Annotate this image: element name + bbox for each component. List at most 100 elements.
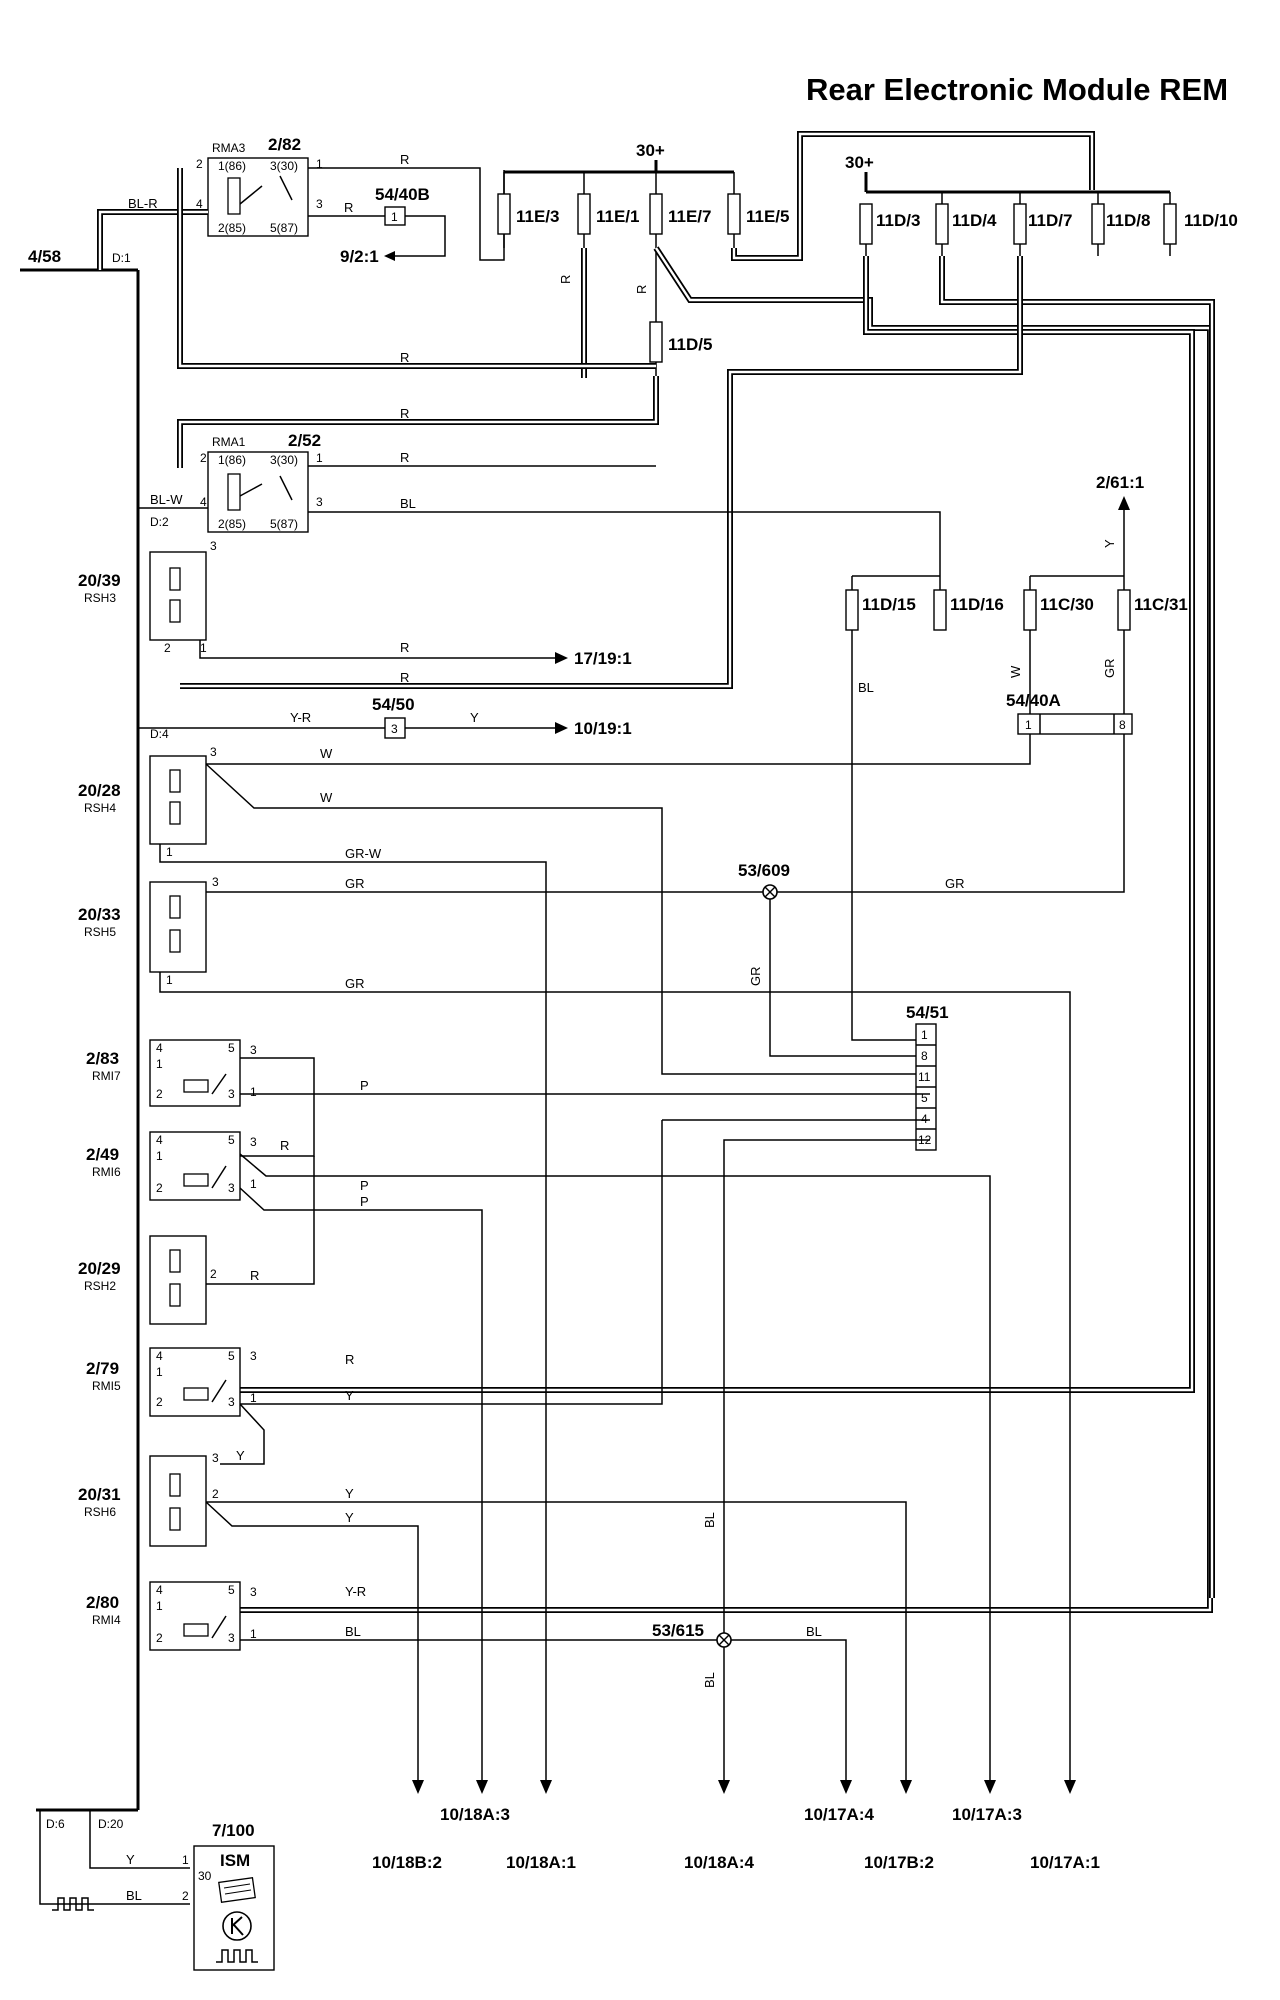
rmi7-pin5: 5 xyxy=(228,1041,235,1055)
ism-label: 7/100 xyxy=(212,1821,255,1840)
arrow-2-61 xyxy=(1118,496,1130,510)
rsh5-pin1: 1 xyxy=(166,973,173,987)
d2-label: D:2 xyxy=(150,515,169,529)
fuse-11d8-label: 11D/8 xyxy=(1106,211,1150,230)
rmi5-pin3-ext: 3 xyxy=(250,1349,257,1363)
rsh4-pin3: 3 xyxy=(210,745,217,759)
rsh3-pin3: 3 xyxy=(210,539,217,553)
rsh5-res2 xyxy=(169,929,181,953)
relay-contact xyxy=(279,175,293,201)
pin-3b: 3 xyxy=(316,495,323,509)
rmi6-pin2: 2 xyxy=(156,1181,163,1195)
comp-2-49-label: 2/49 xyxy=(86,1145,119,1164)
wire-bl-ism xyxy=(39,1810,190,1905)
comp-2-79-label: 2/79 xyxy=(86,1359,119,1378)
conn-54-40a xyxy=(1017,713,1133,735)
wire-label-gr: GR xyxy=(1102,659,1117,679)
arrow-10-17a-1 xyxy=(1064,1780,1076,1794)
rsh2-res2 xyxy=(169,1283,181,1307)
rmi4-contact xyxy=(211,1615,227,1639)
arrow-10-18a-1 xyxy=(540,1780,552,1794)
rmi5-contact xyxy=(211,1379,227,1403)
wire-label-y5: Y xyxy=(345,1486,354,1501)
wire-label-r: R xyxy=(344,200,353,215)
fuse-11d8 xyxy=(1091,192,1105,256)
fuse-11e5-label: 11E/5 xyxy=(746,207,790,226)
ref-10-17a-1: 10/17A:1 xyxy=(1030,1853,1100,1872)
wire-y-10-17b-2 xyxy=(206,1501,907,1780)
rsh4-pin1: 1 xyxy=(166,845,173,859)
wire-y-10-18b-2 xyxy=(205,1501,419,1780)
pin-1b: 1 xyxy=(316,451,323,465)
rmi6-pin3-ext: 3 xyxy=(250,1135,257,1149)
rmi4-pin2: 2 xyxy=(156,1631,163,1645)
wire-label-bl-w: BL-W xyxy=(150,492,183,507)
wire-label-bl4: BL xyxy=(345,1624,361,1639)
wire-label-w: W xyxy=(1008,665,1023,678)
wire-11d4-inner xyxy=(940,256,1214,1598)
fuse-11e7 xyxy=(649,172,663,248)
wire-p-10-17a-3 xyxy=(239,1153,991,1780)
wire-label-bl2: BL xyxy=(858,680,874,695)
rmi4-pin1: 1 xyxy=(156,1599,163,1613)
fuse-11e3-label: 11E/3 xyxy=(516,207,560,226)
wire-label-w3: W xyxy=(320,790,333,805)
switch-rsh3 xyxy=(149,551,207,641)
rsh3-res1 xyxy=(169,567,181,591)
wire-label-gr4: GR xyxy=(748,967,763,987)
comp-20-39-name: RSH3 xyxy=(84,591,116,605)
wire-label-p3: P xyxy=(360,1194,369,1209)
splice-53-615-label: 53/615 xyxy=(652,1621,704,1640)
wire-gr-rsh5 xyxy=(206,734,1125,893)
conn-54-51-pin-5: 5 xyxy=(921,1091,928,1105)
d4-label: D:4 xyxy=(150,727,169,741)
pin-85b: 2(85) xyxy=(218,517,246,531)
rmi7-pin3-ext: 3 xyxy=(250,1043,257,1057)
arrow-10-19 xyxy=(555,722,568,734)
comp-20-29-name: RSH2 xyxy=(84,1279,116,1293)
conn-54-40a-label: 54/40A xyxy=(1006,691,1061,710)
supply-30-2: 30+ xyxy=(845,153,874,172)
wire-label-y: Y xyxy=(1102,539,1117,548)
wire-r-11d7-inner xyxy=(180,256,1022,688)
switch-rsh2 xyxy=(149,1235,207,1325)
rmi4-pin5: 5 xyxy=(228,1583,235,1597)
fuse-11e5 xyxy=(727,172,741,248)
rmi7-pin2: 2 xyxy=(156,1087,163,1101)
conn-54-51-pin-8: 8 xyxy=(921,1049,928,1063)
wire-w-rsh4-b xyxy=(205,763,930,1075)
wire-label-r11: R xyxy=(250,1268,259,1283)
rmi6-pin4: 4 xyxy=(156,1133,163,1147)
relay-coil xyxy=(227,177,241,215)
arrow-10-18a-4 xyxy=(718,1780,730,1794)
fuse-11d7-label: 11D/7 xyxy=(1028,211,1072,230)
ref-10-17b-2: 10/17B:2 xyxy=(864,1853,934,1872)
rsh6-res2 xyxy=(169,1507,181,1531)
ref-10-19-1: 10/19:1 xyxy=(574,719,632,738)
fuse-11c30 xyxy=(1023,576,1037,631)
ism-name: ISM xyxy=(220,1851,250,1870)
fuse-11d5 xyxy=(649,321,663,376)
comp-20-28-label: 20/28 xyxy=(78,781,121,800)
wire-label-y4: Y xyxy=(236,1448,245,1463)
wire-gr-w xyxy=(159,844,547,1780)
wire-y-rmi5-rsh6 xyxy=(220,1403,265,1465)
relay-rmi4 xyxy=(149,1581,241,1651)
wire-bl-r-inner xyxy=(98,210,208,270)
wire-y-ism xyxy=(89,1810,190,1869)
wire-r-loop-2-inner xyxy=(178,376,658,468)
wire-label-y3: Y xyxy=(345,1388,354,1403)
wire-label-p2: P xyxy=(360,1178,369,1193)
wire-label-r7: R xyxy=(400,450,409,465)
rsh5-pin3: 3 xyxy=(212,875,219,889)
conn-54-40b-label: 54/40B xyxy=(375,185,430,204)
fuse-11d7 xyxy=(1013,192,1027,256)
wire-label-p: P xyxy=(360,1078,369,1093)
fuse-11d4-label: 11D/4 xyxy=(952,211,997,230)
wire-11e5-top xyxy=(731,131,1095,261)
wire-b-11d3-inner xyxy=(240,256,1194,1392)
rmi5-pin4: 4 xyxy=(156,1349,163,1363)
rmi7-pin1-ext: 1 xyxy=(250,1085,257,1099)
ref-10-18a-4: 10/18A:4 xyxy=(684,1853,754,1872)
wire-label-gr5: GR xyxy=(345,976,365,991)
